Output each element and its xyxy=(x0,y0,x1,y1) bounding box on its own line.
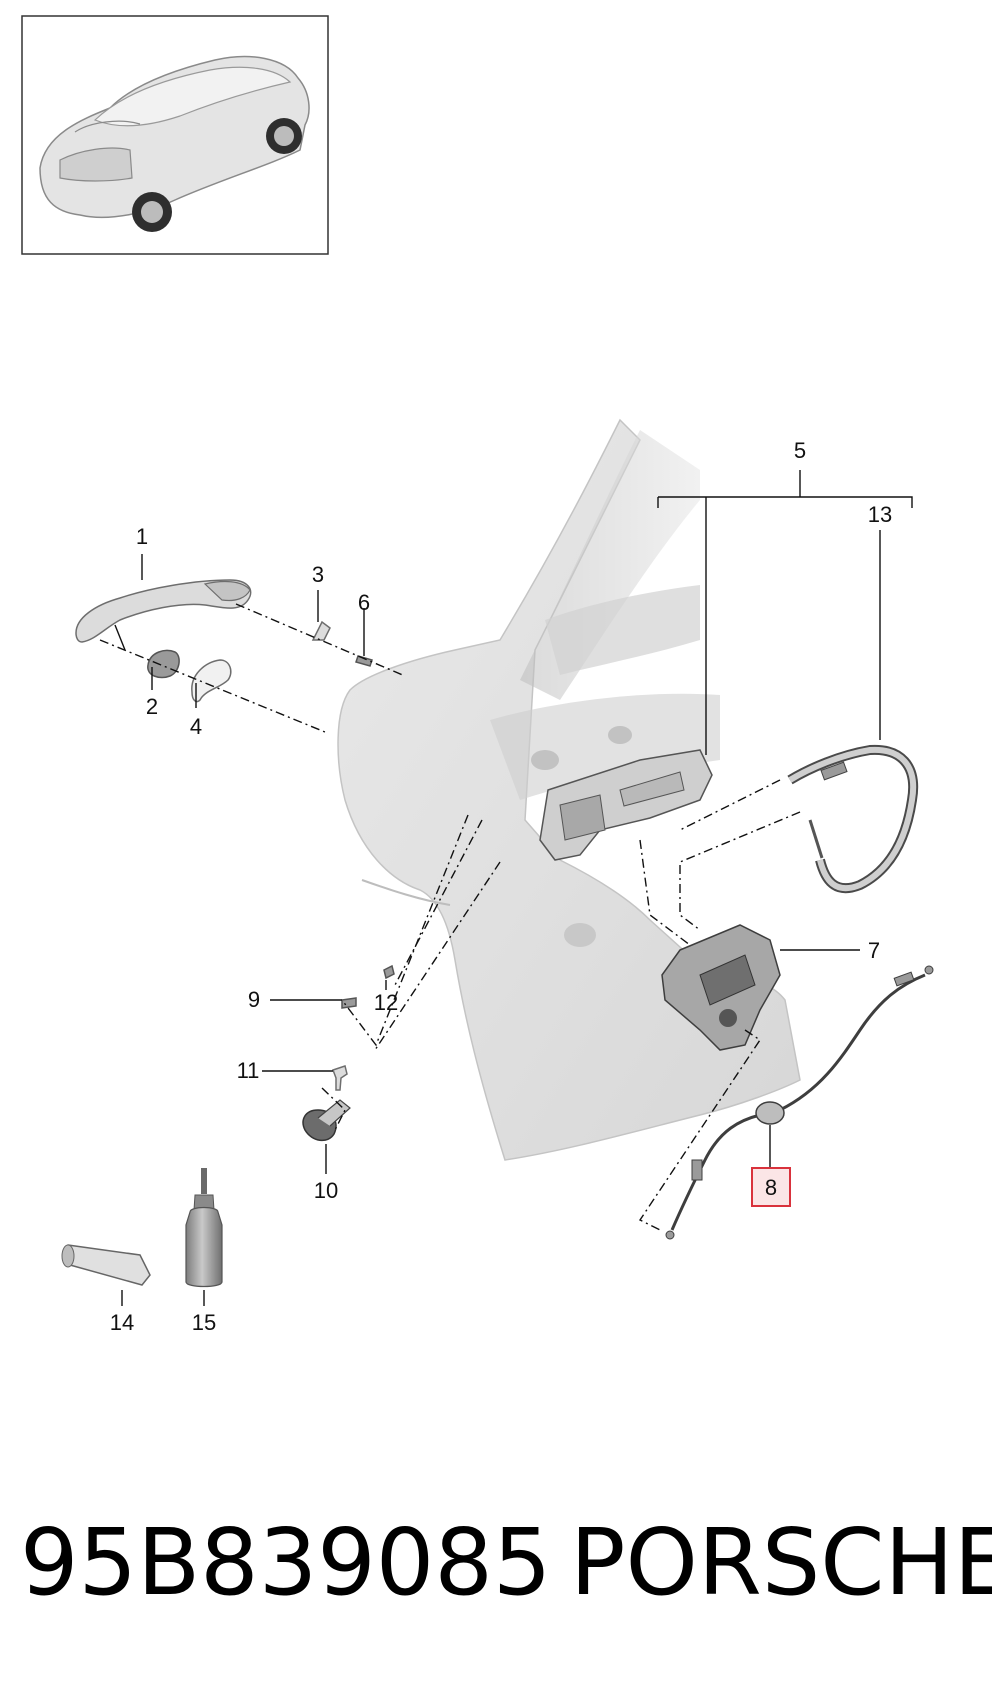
grease-tube-part xyxy=(61,1244,151,1286)
door-lock-part xyxy=(661,924,781,1051)
callout-4: 4 xyxy=(190,714,202,739)
vehicle-overview-thumbnail xyxy=(21,15,329,255)
callout-6: 6 xyxy=(358,590,370,615)
callout-2: 2 xyxy=(146,694,158,719)
bowden-cable-part xyxy=(787,744,919,894)
callout-5: 5 xyxy=(794,438,806,463)
lock-bracket-part xyxy=(539,749,713,861)
leader-lines xyxy=(121,470,913,1306)
callout-labels: 1 2 3 4 5 6 7 9 10 11 12 13 14 15 xyxy=(110,438,892,1335)
callout-13: 13 xyxy=(868,502,892,527)
handle-gasket-part xyxy=(147,649,180,679)
callout-10: 10 xyxy=(314,1178,338,1203)
screw-part xyxy=(355,655,373,667)
assembly-lines xyxy=(99,603,801,1231)
fastener-part-12 xyxy=(383,964,395,980)
striker-part xyxy=(302,1099,351,1142)
handle-clip-part xyxy=(311,620,331,641)
part-number-caption: 95B839085 xyxy=(20,1509,552,1616)
callout-7: 7 xyxy=(868,938,880,963)
callout-3: 3 xyxy=(312,562,324,587)
callout-1: 1 xyxy=(136,524,148,549)
fastener-part-9 xyxy=(341,997,357,1009)
callout-14: 14 xyxy=(110,1310,134,1335)
callout-15: 15 xyxy=(192,1310,216,1335)
release-cable-part xyxy=(665,965,934,1240)
outer-door-handle-part xyxy=(75,579,252,651)
brand-caption: PORSCHE xyxy=(570,1509,992,1616)
callout-8: 8 xyxy=(765,1175,777,1200)
callout-11: 11 xyxy=(237,1058,260,1083)
lubricant-bottle-part xyxy=(185,1168,223,1288)
callout-12: 12 xyxy=(374,990,398,1015)
handle-trim-part xyxy=(191,659,232,703)
suv-rear-three-quarter-icon xyxy=(39,55,310,232)
callout-9: 9 xyxy=(248,987,260,1012)
highlighted-callout-8[interactable]: 8 xyxy=(751,1167,791,1207)
highlight-box xyxy=(751,1167,791,1207)
fastener-part-11 xyxy=(332,1065,348,1091)
